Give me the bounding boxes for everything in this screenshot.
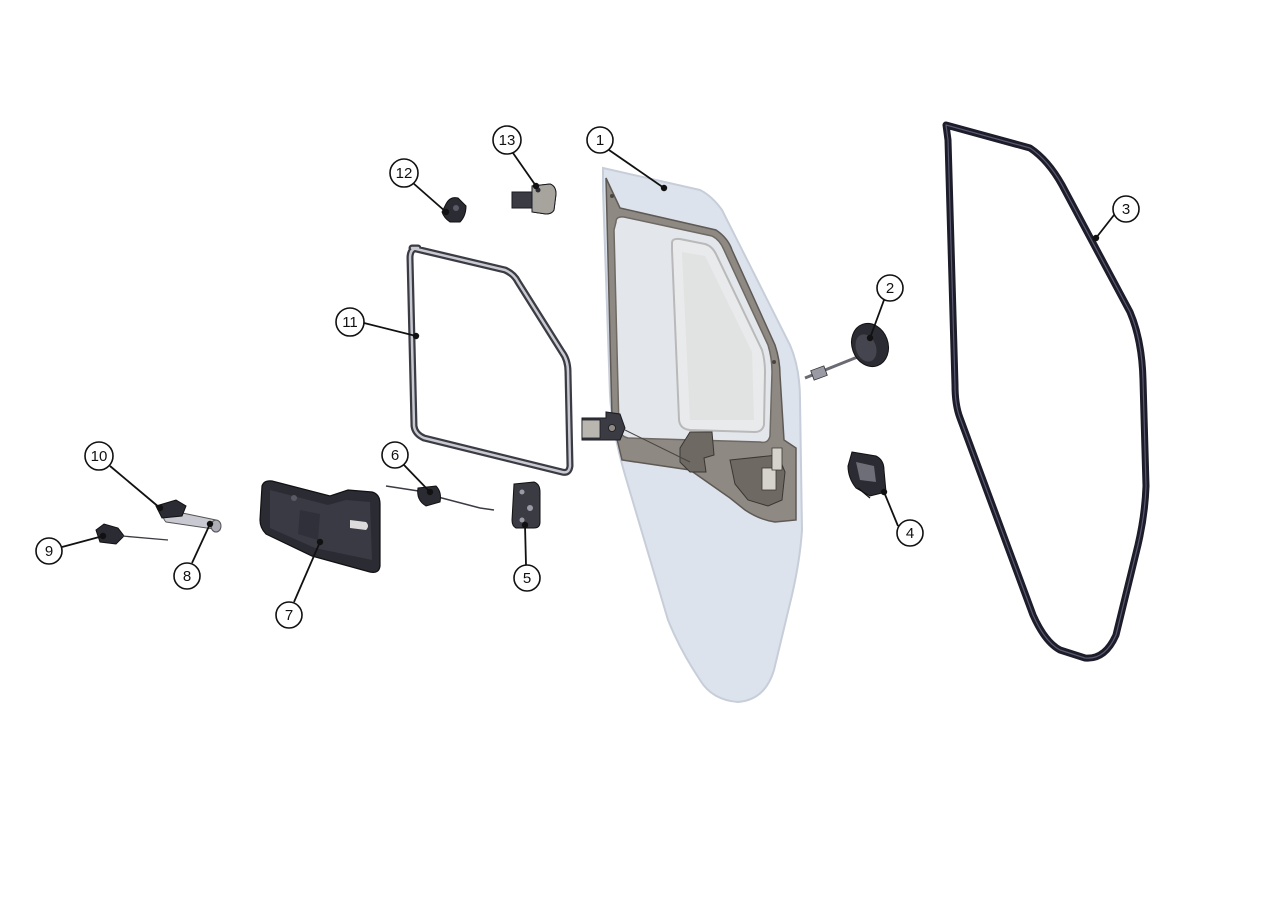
leader-dot-2	[866, 334, 874, 342]
part-cylinder-housing	[155, 499, 187, 519]
svg-text:12: 12	[396, 165, 413, 182]
svg-text:2: 2	[886, 280, 894, 297]
leader-line-4	[883, 491, 899, 527]
callout-10: 10	[84, 441, 114, 471]
svg-text:7: 7	[285, 607, 293, 624]
svg-text:11: 11	[342, 314, 358, 331]
part-small-clip	[441, 197, 467, 223]
leader-line-3	[1095, 214, 1115, 239]
leader-line-2	[869, 299, 885, 339]
callout-1: 1	[586, 126, 614, 154]
leader-line-5	[524, 524, 527, 566]
svg-text:4: 4	[906, 525, 914, 542]
leader-line-6	[403, 464, 431, 493]
leader-line-10	[109, 465, 161, 509]
leader-dot-4	[880, 488, 888, 496]
leader-dot-13	[532, 182, 540, 190]
callout-5: 5	[513, 564, 541, 592]
leader-line-12	[412, 182, 447, 213]
leader-dot-11	[412, 332, 420, 340]
part-interior-trim-panel	[259, 480, 381, 573]
callout-9: 9	[35, 537, 63, 565]
part-hinge-bracket	[511, 183, 557, 215]
svg-text:1: 1	[596, 132, 604, 149]
leader-dot-10	[156, 504, 164, 512]
callout-12: 12	[389, 158, 419, 188]
part-side-mirror	[804, 322, 890, 381]
leader-dot-3	[1092, 234, 1100, 242]
leader-line-13	[512, 152, 537, 187]
part-door-seal	[942, 121, 1150, 662]
callout-2: 2	[876, 274, 904, 302]
part-lock-rod	[385, 485, 495, 511]
svg-text:8: 8	[183, 568, 191, 585]
svg-text:6: 6	[391, 447, 399, 464]
callout-4: 4	[896, 519, 924, 547]
part-latch	[511, 481, 541, 529]
part-exterior-handle	[847, 451, 887, 499]
leader-line-1	[608, 149, 665, 189]
leader-line-11	[363, 322, 417, 337]
callout-8: 8	[173, 562, 201, 590]
svg-text:9: 9	[45, 543, 53, 560]
leader-line-9	[61, 535, 104, 548]
svg-text:13: 13	[499, 132, 516, 149]
leader-dot-1	[660, 184, 668, 192]
leader-line-8	[191, 523, 211, 564]
leader-line-7	[293, 541, 321, 603]
leader-lines	[61, 149, 1115, 603]
svg-text:5: 5	[523, 570, 531, 587]
callout-13: 13	[492, 125, 522, 155]
part-door-panel	[581, 166, 804, 704]
callout-3: 3	[1112, 195, 1140, 223]
leader-dot-8	[206, 520, 214, 528]
part-window-seal	[406, 244, 574, 476]
part-release-lever	[95, 523, 169, 545]
leader-dot-7	[316, 538, 324, 546]
leader-dot-12	[442, 208, 450, 216]
callout-labels: 1 2 3 4 5 6 7 8	[35, 125, 1140, 629]
leader-dot-5	[521, 521, 529, 529]
leader-dot-9	[99, 532, 107, 540]
leader-dot-6	[426, 488, 434, 496]
callout-7: 7	[275, 601, 303, 629]
callout-6: 6	[381, 441, 409, 469]
callout-11: 11	[335, 307, 365, 337]
svg-text:3: 3	[1122, 201, 1130, 218]
svg-text:10: 10	[91, 448, 108, 465]
